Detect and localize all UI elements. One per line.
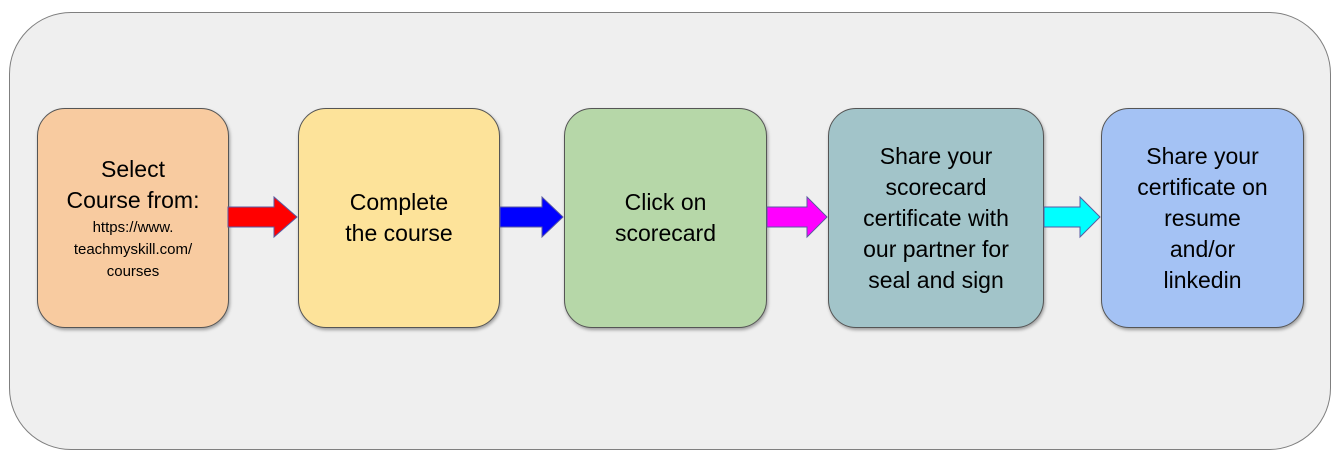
course-url-line: https://www. (92, 219, 174, 236)
arrow-shape (227, 195, 298, 239)
right-arrow-icon (766, 195, 828, 239)
step-title-line: linkedin (1163, 266, 1242, 293)
right-arrow-icon (227, 195, 298, 239)
step-title-line: the course (345, 220, 453, 246)
course-url-line: courses (106, 263, 160, 280)
step-title-line: certificate with (863, 204, 1009, 231)
step-click-scorecard: Click on scorecard (564, 108, 767, 328)
step-title-line: Select (101, 156, 165, 182)
step-complete-course: Complete the course (298, 108, 500, 328)
right-arrow-icon (1043, 195, 1101, 239)
step-title-line: Course from: (66, 187, 200, 213)
step-title-line: certificate on (1137, 173, 1268, 200)
step-title-line: our partner for (863, 235, 1009, 262)
step-share-certificate: Share your certificate on resume and/or … (1101, 108, 1304, 328)
arrow-shape (766, 195, 828, 239)
step-title-line: Click on (624, 189, 707, 215)
step-title-line: Share your (1146, 142, 1259, 169)
course-url-line: teachmyskill.com/ (73, 241, 193, 258)
step-title-line: seal and sign (868, 266, 1004, 293)
step-title-line: Share your (879, 142, 993, 169)
step-title-line: scorecard (615, 220, 716, 246)
step-share-scorecard: Share your scorecard certificate with ou… (828, 108, 1044, 328)
step-title-line: scorecard (885, 173, 987, 200)
step-select-course: Select Course from: https://www. teachmy… (37, 108, 229, 328)
arrow-shape (1043, 195, 1101, 239)
arrow-shape (499, 195, 564, 239)
step-title-line: and/or (1169, 235, 1236, 262)
step-title-line: resume (1164, 204, 1241, 231)
right-arrow-icon (499, 195, 564, 239)
step-title-line: Complete (349, 189, 449, 215)
